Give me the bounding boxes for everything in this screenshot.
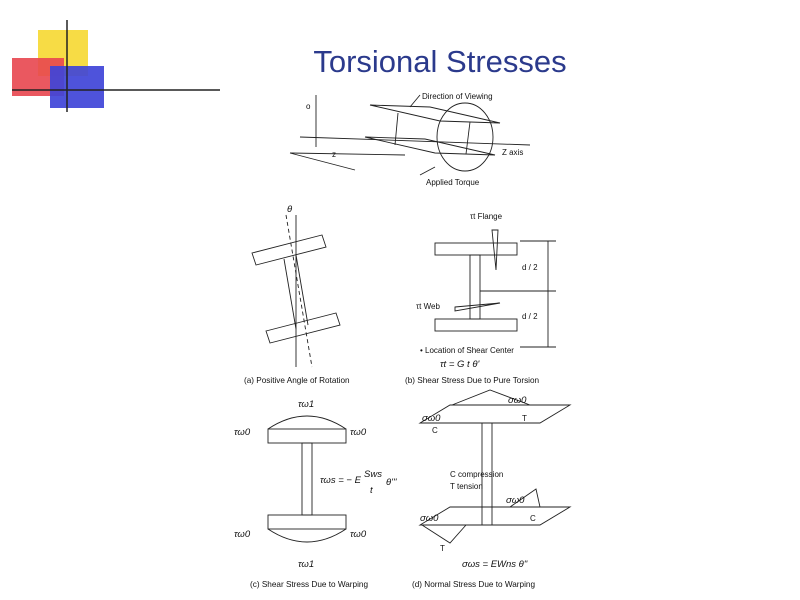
- panel-a-web-right: [295, 254, 309, 326]
- panel-d-formula: σωs = EWns θ": [462, 559, 528, 570]
- panel-b-web: [469, 254, 481, 320]
- corner-logo-icon: [12, 20, 220, 112]
- panel-c-diagram: [267, 415, 347, 543]
- z-label: z: [332, 150, 336, 159]
- torque-arrow: [419, 166, 436, 176]
- panel-c-formula-den: t: [370, 485, 373, 496]
- direction-label: Direction of Viewing: [422, 92, 493, 101]
- panel-d-sigma-top-right: σω0: [508, 395, 527, 406]
- panel-b-formula: τt = G t θ': [440, 359, 480, 370]
- panel-d-sigma-bottom-right: σω0: [506, 495, 525, 506]
- panel-c-top-parabola: [267, 415, 347, 430]
- panel-c-tau-w0-tl: τω0: [234, 427, 251, 438]
- panel-d-top-stress: [451, 389, 531, 406]
- panel-b-web-stress: [454, 302, 501, 312]
- logo-blue-square: [50, 66, 104, 108]
- panel-a-bottom-flange: [265, 312, 341, 344]
- panel-d-top-flange: [418, 404, 572, 424]
- torsion-figure: o Direction of Viewing z Z axis Applied …: [234, 92, 572, 589]
- panel-b-bottom-flange: [434, 318, 518, 332]
- panel-c-bottom-flange: [267, 514, 347, 530]
- z-axis-line: [299, 136, 531, 146]
- panel-a-top-flange: [251, 234, 327, 266]
- panel-b-flange-stress: [491, 229, 499, 271]
- panel-a-diagram: [251, 214, 341, 368]
- panel-a-rotated-axis: [285, 214, 313, 368]
- top-beam-diagram: [289, 94, 531, 176]
- panel-c-formula-num: Sws: [364, 469, 382, 480]
- top-beam-web-left: [394, 112, 399, 146]
- torque-label: Applied Torque: [426, 178, 480, 187]
- panel-d-bottom-flange: [418, 506, 572, 526]
- panel-c-tau-w0-tr: τω0: [350, 427, 367, 438]
- panel-b-top-flange: [434, 242, 518, 256]
- slide-title: Torsional Stresses: [313, 44, 567, 79]
- panel-d-sigma-bottom-left: σω0: [420, 513, 439, 524]
- panel-d-t-top: T: [522, 414, 527, 423]
- direction-arrow: [409, 94, 421, 108]
- panel-c-tau-w1-bottom: τω1: [298, 559, 314, 570]
- panel-c-web: [301, 442, 313, 516]
- panel-d-diagram: [418, 389, 572, 544]
- torque-ellipse: [436, 102, 494, 172]
- panel-c-tau-w1-top: τω1: [298, 399, 314, 410]
- panel-d-legend-c: C compression: [450, 470, 503, 479]
- z-axis-label: Z axis: [502, 148, 523, 157]
- panel-d-legend-t: T tension: [450, 482, 483, 491]
- top-beam-upper-flange: [369, 104, 501, 124]
- panel-b-flange-label: τt Flange: [470, 212, 503, 221]
- panel-c-tau-w0-br: τω0: [350, 529, 367, 540]
- panel-d-bottom-stress: [420, 524, 468, 544]
- panel-c-caption: (c) Shear Stress Due to Warping: [250, 580, 368, 589]
- top-beam-lower-flange: [364, 136, 496, 156]
- origin-label: o: [306, 102, 311, 111]
- panel-d-c-bottom: C: [530, 514, 536, 523]
- panel-c-tau-w0-bl: τω0: [234, 529, 251, 540]
- panel-a-web-left: [283, 258, 297, 330]
- panel-d-c-top: C: [432, 426, 438, 435]
- panel-c-top-flange: [267, 428, 347, 444]
- panel-b-d-half-top: d / 2: [522, 263, 538, 272]
- panel-b-caption: (b) Shear Stress Due to Pure Torsion: [405, 376, 540, 385]
- panel-b-web-label: τt Web: [416, 302, 440, 311]
- panel-d-caption: (d) Normal Stress Due to Warping: [412, 580, 535, 589]
- panel-c-formula-rhs: θ''': [386, 477, 398, 488]
- panel-d-t-bottom: T: [440, 544, 445, 553]
- z-dim-line: [289, 152, 406, 156]
- panel-a-caption: (a) Positive Angle of Rotation: [244, 376, 350, 385]
- panel-c-bottom-parabola: [267, 528, 347, 543]
- panel-a-theta: θ: [287, 204, 293, 215]
- panel-b-diagram: [434, 229, 556, 348]
- panel-b-shear-center-note: • Location of Shear Center: [420, 346, 514, 355]
- panel-d-bottom-stress-right: [508, 488, 541, 508]
- z-dim-base: [289, 152, 356, 171]
- panel-d-sigma-top-left: σω0: [422, 413, 441, 424]
- panel-b-d-half-bottom: d / 2: [522, 312, 538, 321]
- top-beam-web-right: [465, 121, 471, 155]
- panel-c-formula-lhs: τωs = − E: [320, 475, 362, 486]
